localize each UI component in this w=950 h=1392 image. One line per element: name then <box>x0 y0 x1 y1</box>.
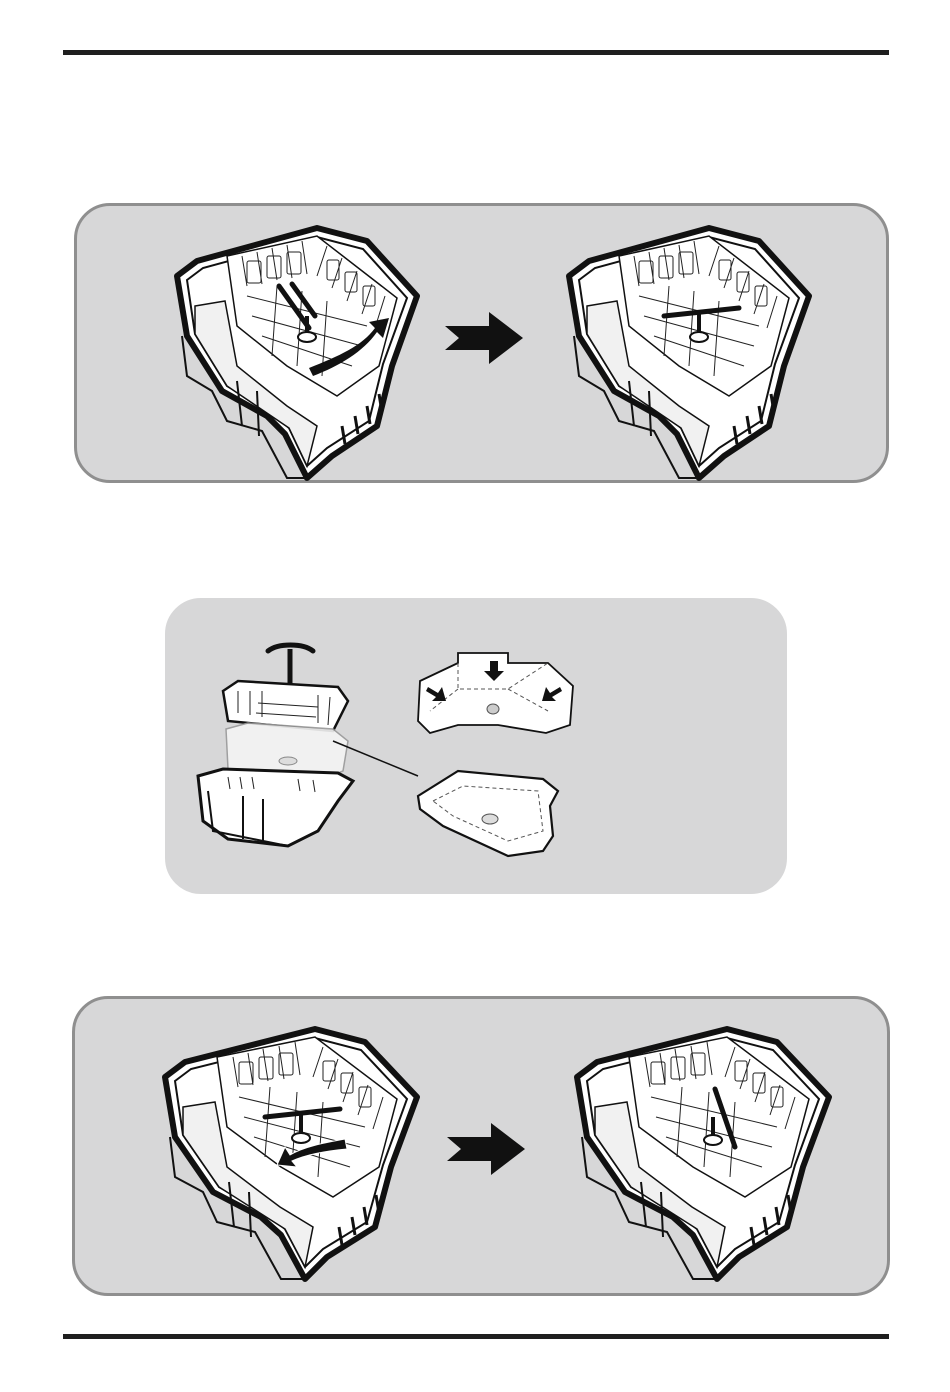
bottom-rule <box>63 1334 889 1339</box>
step-3-panel <box>72 996 890 1296</box>
step-2-panel <box>165 598 787 894</box>
step-1-illustration <box>77 206 892 486</box>
right-arrow-icon <box>447 1123 525 1175</box>
flat-liner-icon <box>418 653 573 733</box>
tray-after-icon <box>577 1029 829 1279</box>
top-rule <box>63 50 889 55</box>
tray-after-icon <box>569 228 809 478</box>
right-arrow-icon <box>445 312 523 364</box>
step-2-illustration <box>168 601 790 897</box>
tray-before-icon <box>177 228 417 478</box>
folded-liner-icon <box>418 771 558 856</box>
exploded-tray-icon <box>198 645 418 846</box>
step-1-panel <box>74 203 889 483</box>
step-3-illustration <box>75 999 893 1299</box>
